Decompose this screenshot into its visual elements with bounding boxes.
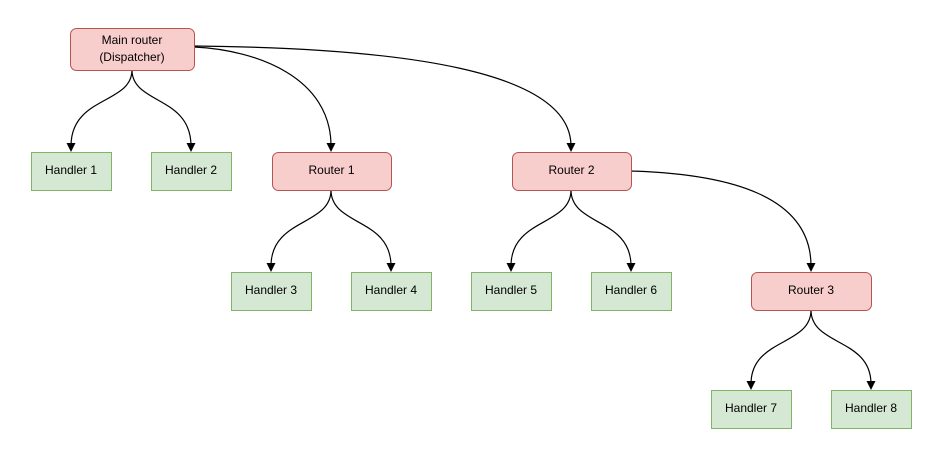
node-handler-1-box[interactable] (31, 152, 112, 191)
node-handler-8-box[interactable] (831, 390, 912, 429)
edge-main-to-handler-2 (131, 69, 192, 147)
node-router-3-label: Router 3 (788, 283, 834, 297)
arrow-handler-4-icon (386, 263, 396, 272)
arrow-handler-7-icon (746, 381, 756, 390)
node-handler-5-label: Handler 5 (485, 283, 537, 297)
node-handler-6[interactable]: Handler 6 (591, 272, 672, 311)
node-router-1[interactable]: Router 1 (272, 152, 392, 191)
node-handler-6-box[interactable] (591, 272, 672, 311)
node-router-3[interactable]: Router 3 (751, 272, 872, 311)
node-handler-3-label: Handler 3 (245, 283, 297, 297)
arrowheads-layer (66, 143, 876, 390)
node-handler-3[interactable]: Handler 3 (231, 272, 312, 311)
node-handler-8[interactable]: Handler 8 (831, 390, 912, 429)
arrow-handler-6-icon (626, 263, 636, 272)
arrow-handler-5-icon (506, 263, 516, 272)
edge-router-3-to-handler-7 (750, 309, 812, 385)
node-handler-7[interactable]: Handler 7 (711, 390, 792, 429)
arrow-handler-1-icon (66, 143, 76, 152)
node-handler-4-label: Handler 4 (365, 283, 417, 297)
arrow-router-1-icon (326, 143, 336, 152)
node-main-router-sublabel: (Dispatcher) (99, 50, 164, 64)
arrow-handler-2-icon (186, 143, 196, 152)
nodes-layer: Main router (Dispatcher) Handler 1 Handler … (31, 28, 912, 429)
edge-main-to-router-1 (193, 46, 332, 147)
node-router-2[interactable]: Router 2 (512, 152, 632, 191)
node-main-router-label: Main router (102, 33, 163, 47)
node-handler-2-label: Handler 2 (165, 163, 217, 177)
edge-main-to-router-2 (193, 45, 572, 147)
edge-router-2-to-handler-6 (570, 189, 632, 267)
node-main-router-box[interactable] (70, 28, 195, 71)
edge-router-2-to-router-3 (630, 170, 812, 267)
edge-router-2-to-handler-5 (510, 189, 572, 267)
node-router-2-box[interactable] (512, 152, 632, 191)
node-handler-3-box[interactable] (231, 272, 312, 311)
node-handler-4-box[interactable] (351, 272, 432, 311)
arrow-router-3-icon (806, 263, 816, 272)
arrow-handler-3-icon (266, 263, 276, 272)
node-handler-8-label: Handler 8 (845, 401, 897, 415)
node-handler-6-label: Handler 6 (605, 283, 657, 297)
node-handler-5[interactable]: Handler 5 (471, 272, 552, 311)
arrow-router-2-icon (566, 143, 576, 152)
edge-main-to-handler-1 (70, 69, 133, 147)
node-router-3-box[interactable] (751, 272, 872, 311)
edge-router-3-to-handler-8 (810, 309, 872, 385)
node-main-router[interactable]: Main router (Dispatcher) (70, 28, 195, 71)
node-handler-4[interactable]: Handler 4 (351, 272, 432, 311)
node-handler-2[interactable]: Handler 2 (151, 152, 232, 191)
edge-router-1-to-handler-3 (270, 189, 332, 267)
node-handler-1-label: Handler 1 (45, 163, 97, 177)
node-handler-7-label: Handler 7 (725, 401, 777, 415)
node-router-2-label: Router 2 (548, 163, 594, 177)
arrow-handler-8-icon (866, 381, 876, 390)
node-handler-2-box[interactable] (151, 152, 232, 191)
node-handler-5-box[interactable] (471, 272, 552, 311)
node-handler-1[interactable]: Handler 1 (31, 152, 112, 191)
node-router-1-label: Router 1 (308, 163, 354, 177)
edge-router-1-to-handler-4 (330, 189, 392, 267)
node-handler-7-box[interactable] (711, 390, 792, 429)
node-router-1-box[interactable] (272, 152, 392, 191)
edges-layer (70, 45, 872, 385)
